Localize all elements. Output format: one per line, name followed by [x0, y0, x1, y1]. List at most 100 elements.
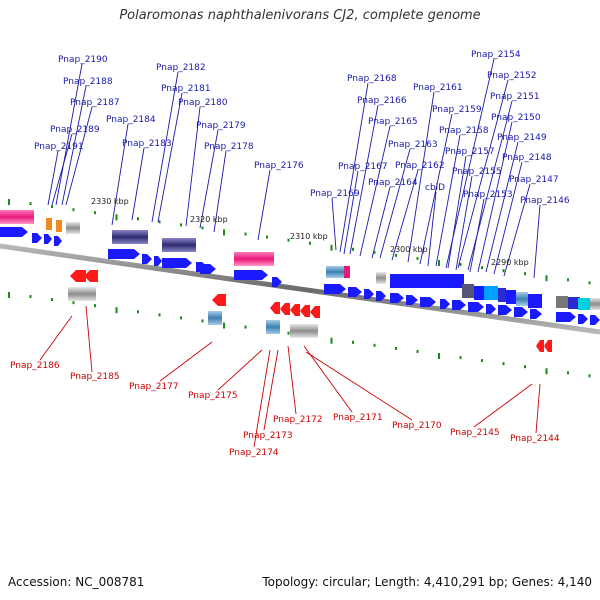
gene-feature-box[interactable] — [568, 297, 580, 309]
gene-label[interactable]: Pnap_2168 — [347, 74, 397, 84]
gene-feature-box[interactable] — [112, 230, 148, 244]
forward-gene-arrow[interactable] — [324, 284, 346, 294]
reverse-gene-arrow[interactable] — [290, 304, 300, 316]
reverse-gene-arrow[interactable] — [70, 270, 86, 282]
forward-gene-arrow[interactable] — [498, 305, 512, 315]
gene-label[interactable]: Pnap_2178 — [204, 142, 254, 152]
forward-gene-arrow[interactable] — [578, 314, 588, 324]
gene-label[interactable]: Pnap_2181 — [161, 84, 211, 94]
gene-feature-box[interactable] — [66, 222, 80, 234]
forward-gene-arrow[interactable] — [54, 236, 62, 246]
gene-label[interactable]: Pnap_2150 — [491, 113, 541, 123]
reverse-gene-arrow[interactable] — [536, 340, 544, 352]
gene-label[interactable]: Pnap_2163 — [388, 140, 438, 150]
forward-gene-arrow[interactable] — [200, 264, 216, 274]
gene-label[interactable]: Pnap_2171 — [333, 413, 383, 423]
gene-feature-box[interactable] — [590, 298, 600, 310]
forward-gene-arrow[interactable] — [32, 233, 42, 243]
gene-label[interactable]: Pnap_2161 — [413, 83, 463, 93]
gene-label[interactable]: cbiD — [425, 183, 445, 193]
reverse-gene-arrow[interactable] — [84, 270, 98, 282]
gene-label[interactable]: Pnap_2151 — [490, 92, 540, 102]
gene-label[interactable]: Pnap_2164 — [368, 178, 418, 188]
gene-label[interactable]: Pnap_2158 — [439, 126, 489, 136]
forward-gene-arrow[interactable] — [272, 277, 282, 287]
reverse-gene-arrow[interactable] — [280, 303, 290, 315]
gene-label[interactable]: Pnap_2175 — [188, 391, 238, 401]
gene-label[interactable]: Pnap_2144 — [510, 434, 560, 444]
gene-feature-box[interactable] — [528, 294, 542, 308]
gene-feature-box[interactable] — [56, 220, 62, 232]
forward-gene-arrow[interactable] — [142, 254, 152, 264]
gene-label[interactable]: Pnap_2179 — [196, 121, 246, 131]
gene-label[interactable]: Pnap_2166 — [357, 96, 407, 106]
gene-feature-box[interactable] — [376, 272, 386, 284]
gene-label[interactable]: Pnap_2186 — [10, 361, 60, 371]
gene-label[interactable]: Pnap_2182 — [156, 63, 206, 73]
gene-feature-box[interactable] — [0, 210, 34, 224]
gene-feature-box[interactable] — [484, 286, 498, 300]
gene-feature-box[interactable] — [516, 292, 528, 306]
gene-feature-box[interactable] — [474, 286, 484, 300]
gene-feature-box[interactable] — [326, 266, 344, 278]
gene-feature-box[interactable] — [344, 266, 350, 278]
gene-feature-box[interactable] — [390, 274, 464, 288]
gene-label[interactable]: Pnap_2159 — [432, 105, 482, 115]
forward-gene-arrow[interactable] — [108, 249, 140, 259]
forward-gene-arrow[interactable] — [0, 227, 28, 237]
forward-gene-arrow[interactable] — [420, 297, 436, 307]
reverse-gene-arrow[interactable] — [310, 306, 320, 318]
gene-feature-box[interactable] — [68, 287, 96, 301]
gene-feature-box[interactable] — [556, 296, 568, 308]
gene-label[interactable]: Pnap_2188 — [63, 77, 113, 87]
gene-label[interactable]: Pnap_2153 — [463, 190, 513, 200]
forward-gene-arrow[interactable] — [364, 289, 374, 299]
gene-label[interactable]: Pnap_2162 — [395, 161, 445, 171]
gene-label[interactable]: Pnap_2146 — [520, 196, 570, 206]
gene-feature-box[interactable] — [162, 238, 196, 252]
forward-gene-arrow[interactable] — [348, 287, 362, 297]
forward-gene-arrow[interactable] — [440, 299, 450, 309]
gene-label[interactable]: Pnap_2185 — [70, 372, 120, 382]
gene-label[interactable]: Pnap_2177 — [129, 382, 179, 392]
gene-feature-box[interactable] — [208, 311, 222, 325]
gene-label[interactable]: Pnap_2184 — [106, 115, 156, 125]
gene-label[interactable]: Pnap_2157 — [445, 147, 495, 157]
gene-label[interactable]: Pnap_2148 — [502, 153, 552, 163]
gene-feature-box[interactable] — [498, 288, 506, 302]
gene-feature-box[interactable] — [290, 324, 318, 338]
reverse-gene-arrow[interactable] — [212, 294, 226, 306]
forward-gene-arrow[interactable] — [486, 304, 496, 314]
gene-label[interactable]: Pnap_2183 — [122, 139, 172, 149]
forward-gene-arrow[interactable] — [162, 258, 192, 268]
gene-feature-box[interactable] — [234, 252, 274, 266]
gene-label[interactable]: Pnap_2149 — [497, 133, 547, 143]
gene-label[interactable]: Pnap_2154 — [471, 50, 521, 60]
forward-gene-arrow[interactable] — [44, 234, 52, 244]
reverse-gene-arrow[interactable] — [544, 340, 552, 352]
gene-feature-box[interactable] — [46, 218, 52, 230]
forward-gene-arrow[interactable] — [376, 291, 386, 301]
gene-label[interactable]: Pnap_2172 — [273, 415, 323, 425]
gene-label[interactable]: Pnap_2191 — [34, 142, 84, 152]
forward-gene-arrow[interactable] — [468, 302, 484, 312]
gene-label[interactable]: Pnap_2176 — [254, 161, 304, 171]
gene-label[interactable]: Pnap_2173 — [243, 431, 293, 441]
reverse-gene-arrow[interactable] — [270, 302, 280, 314]
gene-label[interactable]: Pnap_2145 — [450, 428, 500, 438]
forward-gene-arrow[interactable] — [390, 293, 404, 303]
forward-gene-arrow[interactable] — [406, 295, 418, 305]
forward-gene-arrow[interactable] — [514, 307, 528, 317]
forward-gene-arrow[interactable] — [590, 315, 600, 325]
forward-gene-arrow[interactable] — [530, 309, 542, 319]
gene-label[interactable]: Pnap_2187 — [70, 98, 120, 108]
gene-label[interactable]: Pnap_2170 — [392, 421, 442, 431]
gene-label[interactable]: Pnap_2169 — [310, 189, 360, 199]
gene-feature-box[interactable] — [266, 320, 280, 334]
forward-gene-arrow[interactable] — [452, 300, 466, 310]
reverse-gene-arrow[interactable] — [300, 305, 310, 317]
gene-feature-box[interactable] — [462, 284, 474, 298]
gene-label[interactable]: Pnap_2147 — [509, 175, 559, 185]
gene-label[interactable]: Pnap_2165 — [368, 117, 418, 127]
